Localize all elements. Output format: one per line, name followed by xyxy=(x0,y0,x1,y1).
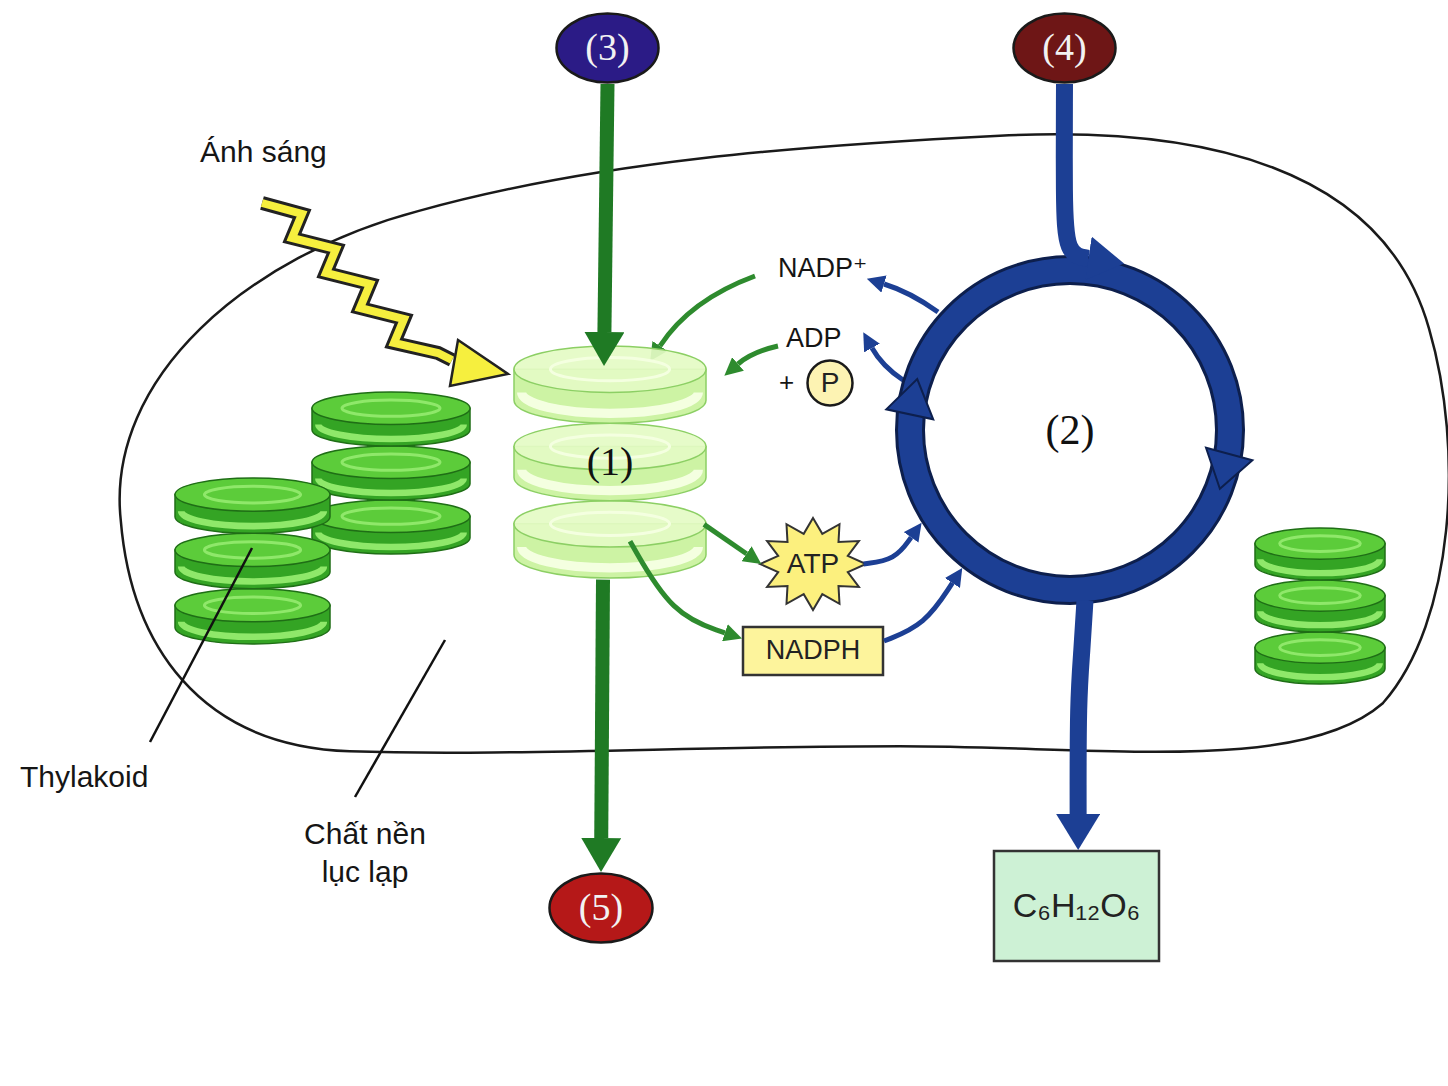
flow-arrow xyxy=(1064,84,1088,258)
thylakoid-lumen xyxy=(342,508,440,524)
thylakoid-band xyxy=(522,547,699,568)
oval-shape xyxy=(557,14,659,83)
return-arrow xyxy=(884,284,938,312)
leader-line xyxy=(150,548,252,742)
node-label: (4) xyxy=(1042,27,1086,69)
star-shape xyxy=(760,518,866,610)
thylakoid-band xyxy=(181,511,324,526)
node-label: (3) xyxy=(585,27,629,69)
flow-arrow xyxy=(604,84,607,332)
flow-arrow xyxy=(1078,601,1085,814)
thylakoid-disc-top xyxy=(1255,528,1385,559)
thylakoid-band xyxy=(181,622,324,637)
flow-arrow xyxy=(704,524,746,553)
chloroplast-membrane-gap xyxy=(124,139,1445,749)
text-label: NADP⁺ xyxy=(778,252,867,286)
box-shape xyxy=(743,627,883,675)
thylakoid-lumen xyxy=(342,400,440,416)
thylakoid-band xyxy=(181,567,324,582)
thylakoid-disc-top xyxy=(312,500,470,532)
thylakoid-disc-top xyxy=(312,392,470,424)
cycle-ring xyxy=(910,270,1230,590)
node-label: NADPH xyxy=(766,636,861,666)
thylakoid-disc-top xyxy=(175,533,330,566)
thylakoid-disc-top xyxy=(1255,580,1385,611)
thylakoid-lumen xyxy=(204,542,300,559)
cycle-ring-outline xyxy=(910,270,1230,590)
thylakoid-lumen xyxy=(1280,588,1361,604)
thylakoid-band xyxy=(522,392,699,413)
thylakoid-band xyxy=(318,478,463,493)
return-arrow xyxy=(738,346,778,364)
thylakoid-lumen xyxy=(342,454,440,470)
return-arrow xyxy=(872,348,903,380)
node-label: (1) xyxy=(587,440,634,484)
flow-arrow xyxy=(864,537,912,564)
text-label: Ánh sáng xyxy=(200,133,327,171)
text-label: Thylakoid xyxy=(20,758,148,796)
thylakoid-lumen xyxy=(550,512,669,535)
thylakoid-disc-top xyxy=(1255,632,1385,663)
thylakoid-lumen xyxy=(550,358,669,381)
product-box: C₆H₁₂O₆ xyxy=(993,850,1160,962)
light-ray xyxy=(262,203,452,360)
text-label: + xyxy=(779,366,794,399)
flow-arrow xyxy=(884,583,952,641)
oval-shape xyxy=(1014,14,1116,83)
light-ray-fill xyxy=(262,203,452,360)
node-label: (5) xyxy=(579,887,623,929)
light-ray-head xyxy=(450,340,508,386)
flow-arrow xyxy=(630,541,725,633)
thylakoid-disc-top xyxy=(312,446,470,478)
thylakoid-lumen xyxy=(204,486,300,503)
leader-line xyxy=(355,640,445,797)
thylakoid-band xyxy=(1260,611,1380,625)
thylakoid-disc-top xyxy=(175,589,330,622)
chloroplast-membrane xyxy=(124,139,1445,749)
thylakoid-disc-top xyxy=(514,346,706,392)
oval-shape xyxy=(808,361,853,406)
thylakoid-band xyxy=(318,424,463,439)
thylakoid-disc-top xyxy=(514,501,706,547)
node-label: (2) xyxy=(1046,407,1095,453)
thylakoid-disc-top xyxy=(175,478,330,511)
cycle-arrow-head xyxy=(1197,448,1253,495)
calvin-cycle: (2) xyxy=(895,255,1245,605)
thylakoid-lumen xyxy=(1280,536,1361,552)
callout-oval: (5) xyxy=(548,872,654,944)
box-shape xyxy=(994,851,1159,961)
callout-oval: (4) xyxy=(1012,12,1117,84)
thylakoid-band xyxy=(1260,663,1380,677)
node-label: ATP xyxy=(787,549,839,580)
thylakoid-grana: (1) xyxy=(510,342,710,582)
return-arrow xyxy=(660,276,755,346)
phosphate-circle: P xyxy=(806,359,854,407)
callout-oval: (3) xyxy=(555,12,660,84)
thylakoid-lumen xyxy=(1280,640,1361,656)
atp-burst: ATP xyxy=(758,516,868,612)
node-label: P xyxy=(821,368,840,399)
cycle-arrow-head xyxy=(886,374,940,419)
text-label: ADP xyxy=(786,322,842,356)
nadph-box: NADPH xyxy=(742,626,884,676)
oval-shape xyxy=(550,874,653,943)
text-label: Chất nền lục lạp xyxy=(285,815,445,890)
node-label: C₆H₁₂O₆ xyxy=(1013,887,1141,924)
flow-arrow xyxy=(601,580,603,838)
thylakoid-band xyxy=(318,532,463,547)
thylakoid-band xyxy=(1260,559,1380,573)
